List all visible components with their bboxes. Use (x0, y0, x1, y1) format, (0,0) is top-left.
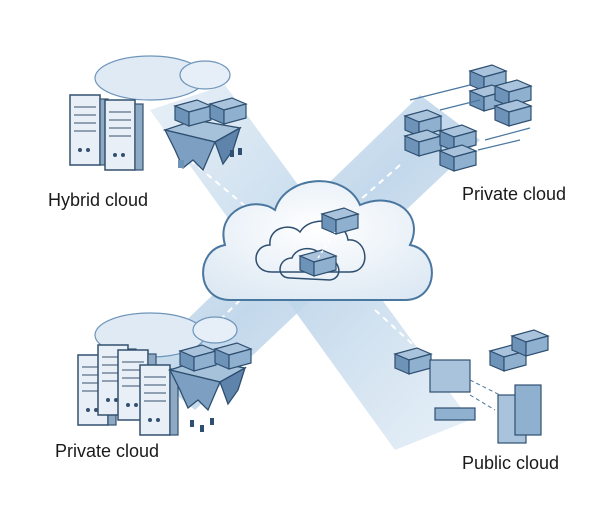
debris-block (230, 150, 234, 157)
debris-block (210, 418, 214, 425)
dashed-link (189, 159, 251, 211)
dashed-link (374, 309, 431, 361)
server-rack-icon (104, 99, 144, 171)
label-private-cloud-bottom: Private cloud (55, 441, 160, 461)
storage-box (429, 359, 471, 393)
server-tower (514, 384, 542, 436)
cloud-icon (179, 60, 231, 90)
storage-box (434, 407, 476, 421)
inner-cloud-outline (255, 220, 366, 273)
inner-cloud-outline-small (279, 247, 340, 281)
private-cloud-illustration-bottom (77, 312, 252, 436)
debris-block (178, 160, 184, 168)
central-cloud (202, 180, 433, 301)
server-box-icon (511, 329, 549, 357)
public-cloud-illustration (394, 329, 549, 444)
flow-arrows (409, 84, 531, 151)
flow-lines (469, 379, 501, 411)
dashed-link (359, 164, 401, 201)
debris-block (190, 420, 194, 427)
label-public-cloud: Public cloud (462, 453, 560, 473)
server-rack-icon (69, 94, 109, 166)
debris-block (238, 148, 242, 155)
label-hybrid-cloud: Hybrid cloud (48, 190, 149, 210)
private-cloud-servers-top (404, 64, 532, 172)
debris-block (200, 425, 204, 432)
hybrid-cloud-illustration (69, 55, 247, 171)
cube-link (317, 231, 336, 259)
label-private-cloud-top: Private cloud (462, 184, 567, 204)
cloud-icon (192, 316, 238, 344)
